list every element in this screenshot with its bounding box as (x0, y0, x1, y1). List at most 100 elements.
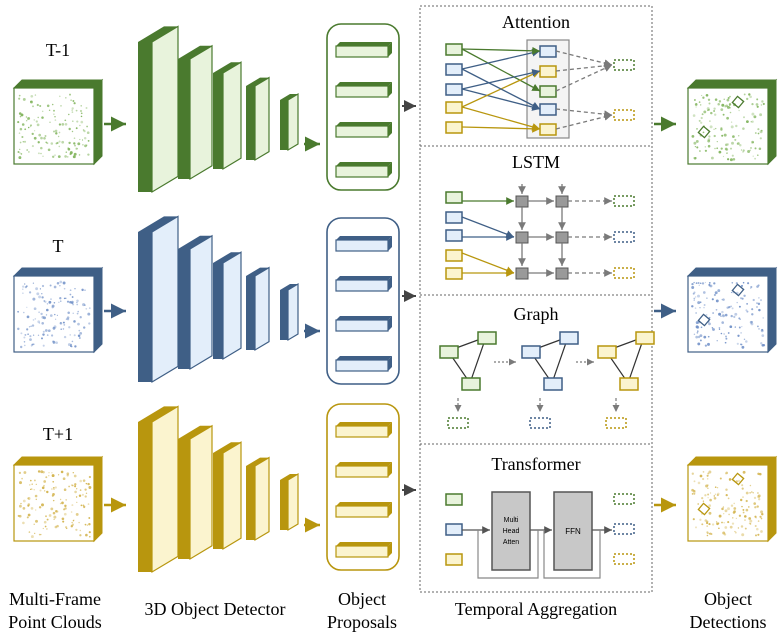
point (34, 532, 36, 535)
point (88, 517, 91, 519)
point (22, 521, 25, 525)
point (58, 145, 61, 148)
point (755, 534, 757, 537)
block-top (178, 235, 212, 249)
point (706, 525, 709, 527)
point (65, 297, 67, 299)
point (739, 143, 742, 147)
point (709, 492, 712, 494)
point (73, 102, 76, 105)
point (68, 113, 70, 116)
point (707, 139, 711, 143)
graph-output (605, 417, 627, 429)
point (57, 474, 60, 476)
point (37, 152, 40, 155)
point (40, 136, 43, 140)
point (66, 316, 70, 319)
point (742, 151, 744, 153)
point (80, 112, 83, 115)
point (760, 342, 763, 345)
point (759, 515, 762, 518)
point (699, 282, 702, 284)
point (733, 315, 736, 319)
point (718, 514, 722, 518)
point (64, 155, 67, 158)
block-side (280, 290, 288, 340)
point (51, 474, 55, 478)
point (709, 125, 713, 129)
point (732, 511, 736, 514)
point (35, 519, 38, 523)
point (32, 282, 35, 284)
point (750, 147, 752, 149)
point (83, 505, 86, 508)
point (81, 288, 84, 292)
point (757, 495, 761, 499)
point (76, 488, 78, 490)
point (730, 125, 734, 129)
point (76, 312, 79, 315)
feature-block (280, 282, 299, 342)
point (74, 144, 76, 147)
point (53, 109, 55, 112)
point (47, 148, 51, 152)
point (75, 512, 79, 516)
point (54, 313, 56, 316)
point (36, 292, 40, 296)
attended-token (539, 85, 557, 98)
point (23, 336, 26, 339)
point (62, 328, 65, 330)
point (758, 147, 762, 151)
block-face (151, 25, 179, 194)
point (26, 328, 29, 331)
point (34, 494, 38, 498)
point (53, 113, 55, 115)
point (723, 522, 725, 524)
point (72, 520, 75, 522)
point (749, 484, 752, 487)
point (75, 109, 78, 112)
point (722, 155, 725, 158)
point (697, 330, 699, 332)
point (18, 112, 22, 115)
point (35, 498, 38, 501)
point (704, 519, 708, 522)
point (43, 520, 47, 524)
point (750, 121, 752, 123)
point (86, 524, 89, 526)
point (699, 518, 702, 521)
point (23, 471, 27, 474)
point (26, 117, 30, 121)
point (700, 326, 703, 329)
point (737, 527, 740, 529)
point (38, 533, 41, 536)
block-side (138, 42, 152, 192)
point (697, 301, 701, 305)
point (63, 297, 66, 300)
point (729, 325, 733, 329)
point (51, 304, 55, 308)
point (730, 305, 732, 308)
point (693, 480, 696, 483)
point (73, 334, 76, 337)
point (27, 497, 29, 499)
point (79, 479, 82, 483)
point (53, 285, 57, 289)
point (752, 298, 755, 302)
point (760, 299, 762, 302)
point (40, 533, 42, 536)
block-side (178, 249, 190, 369)
point (29, 484, 31, 486)
point (79, 534, 82, 537)
point (713, 293, 716, 297)
point (727, 521, 730, 524)
proposal-top (336, 162, 392, 166)
point (46, 490, 49, 494)
graph-output (447, 417, 469, 429)
block-top (246, 77, 269, 86)
point (738, 317, 741, 320)
point (759, 113, 763, 117)
point (50, 142, 54, 145)
proposal-face (335, 125, 389, 138)
point (63, 324, 66, 326)
